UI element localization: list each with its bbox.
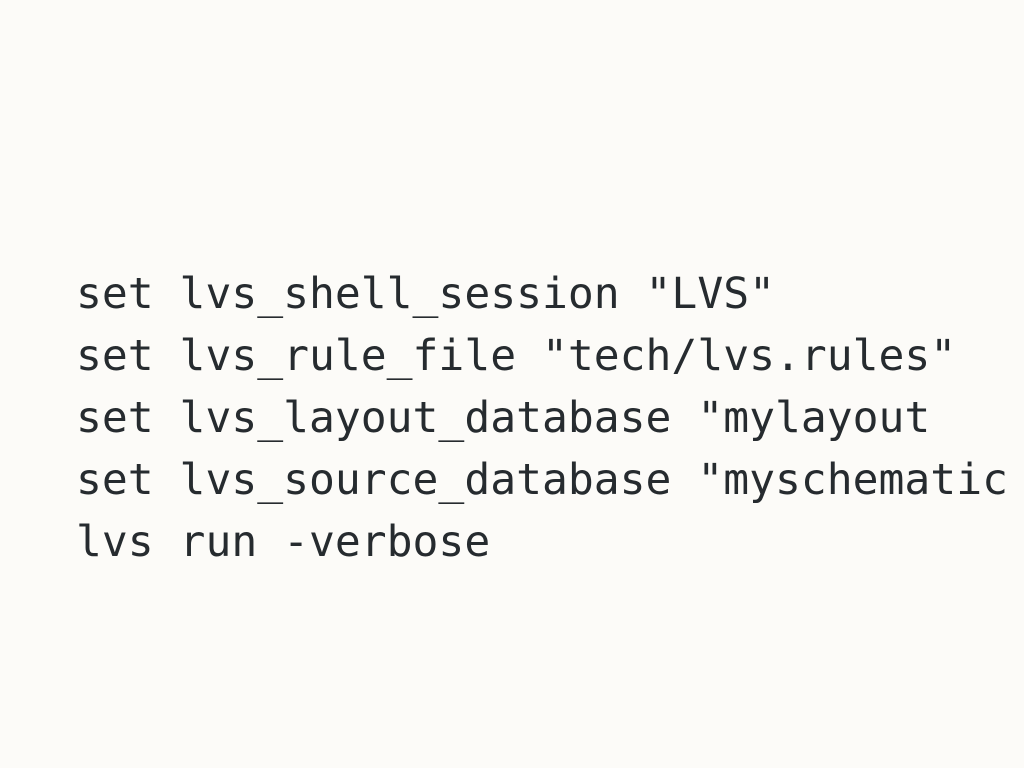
code-line: set lvs_shell_session "LVS" — [76, 269, 775, 319]
code-listing: set lvs_shell_session "LVS" set lvs_rule_… — [76, 263, 1008, 573]
code-line: set lvs_rule_file "tech/lvs.rules" — [76, 331, 957, 381]
code-line: lvs run -verbose — [76, 517, 491, 567]
code-line: set lvs_layout_database "mylayout — [76, 393, 931, 443]
code-line: set lvs_source_database "myschematic — [76, 455, 1008, 505]
